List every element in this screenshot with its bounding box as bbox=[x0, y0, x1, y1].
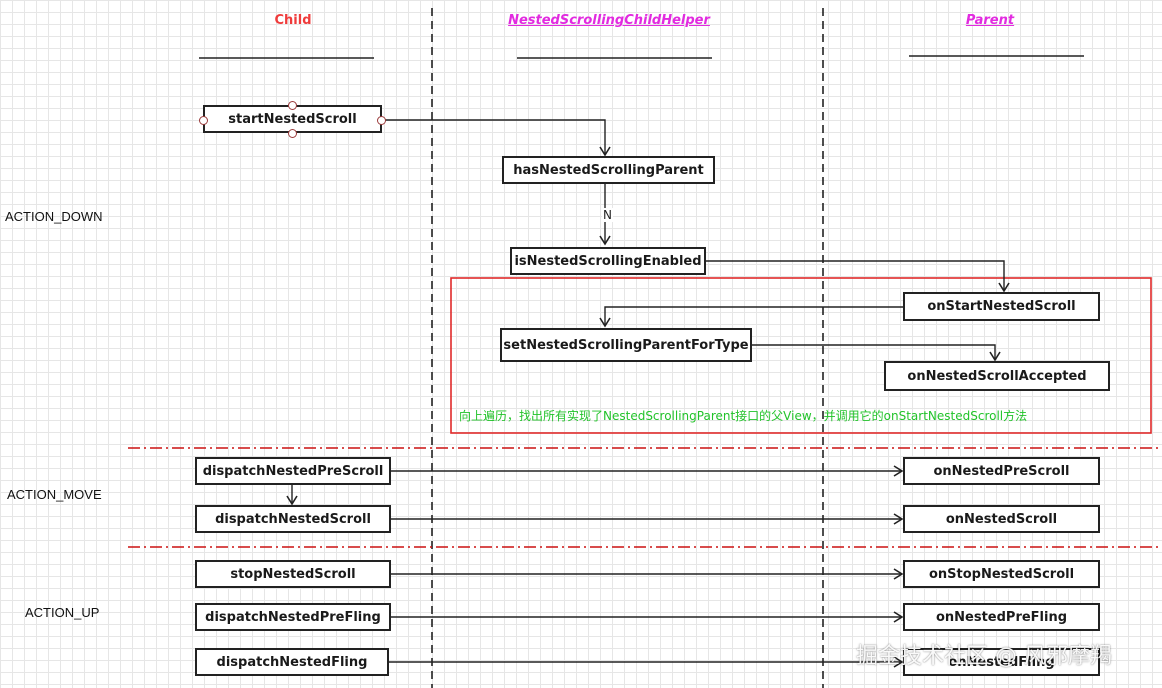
accept-region-highlight bbox=[450, 277, 1152, 434]
edge-label-n: N bbox=[602, 208, 613, 222]
node-dispatch-nested-pre-fling[interactable]: dispatchNestedPreFling bbox=[195, 603, 391, 631]
arrow-onstart-to-setparent bbox=[599, 306, 903, 328]
selection-handle-right[interactable] bbox=[377, 116, 386, 125]
node-on-nested-scroll[interactable]: onNestedScroll bbox=[903, 505, 1100, 533]
node-dispatch-nested-fling[interactable]: dispatchNestedFling bbox=[195, 648, 389, 676]
child-column-header: Child bbox=[274, 13, 312, 28]
lane-label-action-up: ACTION_UP bbox=[25, 605, 100, 620]
node-on-start-nested-scroll[interactable]: onStartNestedScroll bbox=[903, 292, 1100, 321]
node-on-nested-fling[interactable]: onNestedFling bbox=[903, 648, 1100, 676]
arrow-start-to-has bbox=[382, 119, 611, 157]
node-stop-nested-scroll[interactable]: stopNestedScroll bbox=[195, 560, 391, 588]
node-dispatch-nested-scroll[interactable]: dispatchNestedScroll bbox=[195, 505, 391, 533]
node-on-nested-pre-scroll[interactable]: onNestedPreScroll bbox=[903, 457, 1100, 485]
arrow-enabled-to-onstart bbox=[706, 260, 1010, 293]
parent-column-header: Parent bbox=[965, 13, 1015, 28]
selection-handle-left[interactable] bbox=[199, 116, 208, 125]
lane-label-action-down: ACTION_DOWN bbox=[5, 209, 103, 224]
watermark: 掘金技术社区 @ 风邪摩羯 bbox=[856, 644, 1112, 669]
node-on-nested-pre-fling[interactable]: onNestedPreFling bbox=[903, 603, 1100, 631]
selection-handle-top[interactable] bbox=[288, 101, 297, 110]
node-on-stop-nested-scroll[interactable]: onStopNestedScroll bbox=[903, 560, 1100, 588]
selection-handle-bottom[interactable] bbox=[288, 129, 297, 138]
node-set-nested-scrolling-parent-for-type[interactable]: setNestedScrollingParentForType bbox=[500, 328, 752, 362]
helper-column-header: NestedScrollingChildHelper bbox=[508, 13, 710, 28]
lane-label-action-move: ACTION_MOVE bbox=[7, 487, 102, 502]
node-has-nested-scrolling-parent[interactable]: hasNestedScrollingParent bbox=[502, 156, 715, 184]
node-is-nested-scrolling-enabled[interactable]: isNestedScrollingEnabled bbox=[510, 247, 706, 275]
node-on-nested-scroll-accepted[interactable]: onNestedScrollAccepted bbox=[884, 361, 1110, 391]
node-dispatch-nested-pre-scroll[interactable]: dispatchNestedPreScroll bbox=[195, 457, 391, 485]
highlight-note: 向上遍历，找出所有实现了NestedScrollingParent接口的父Vie… bbox=[459, 409, 1028, 423]
arrow-setparent-to-accepted bbox=[752, 344, 1001, 362]
